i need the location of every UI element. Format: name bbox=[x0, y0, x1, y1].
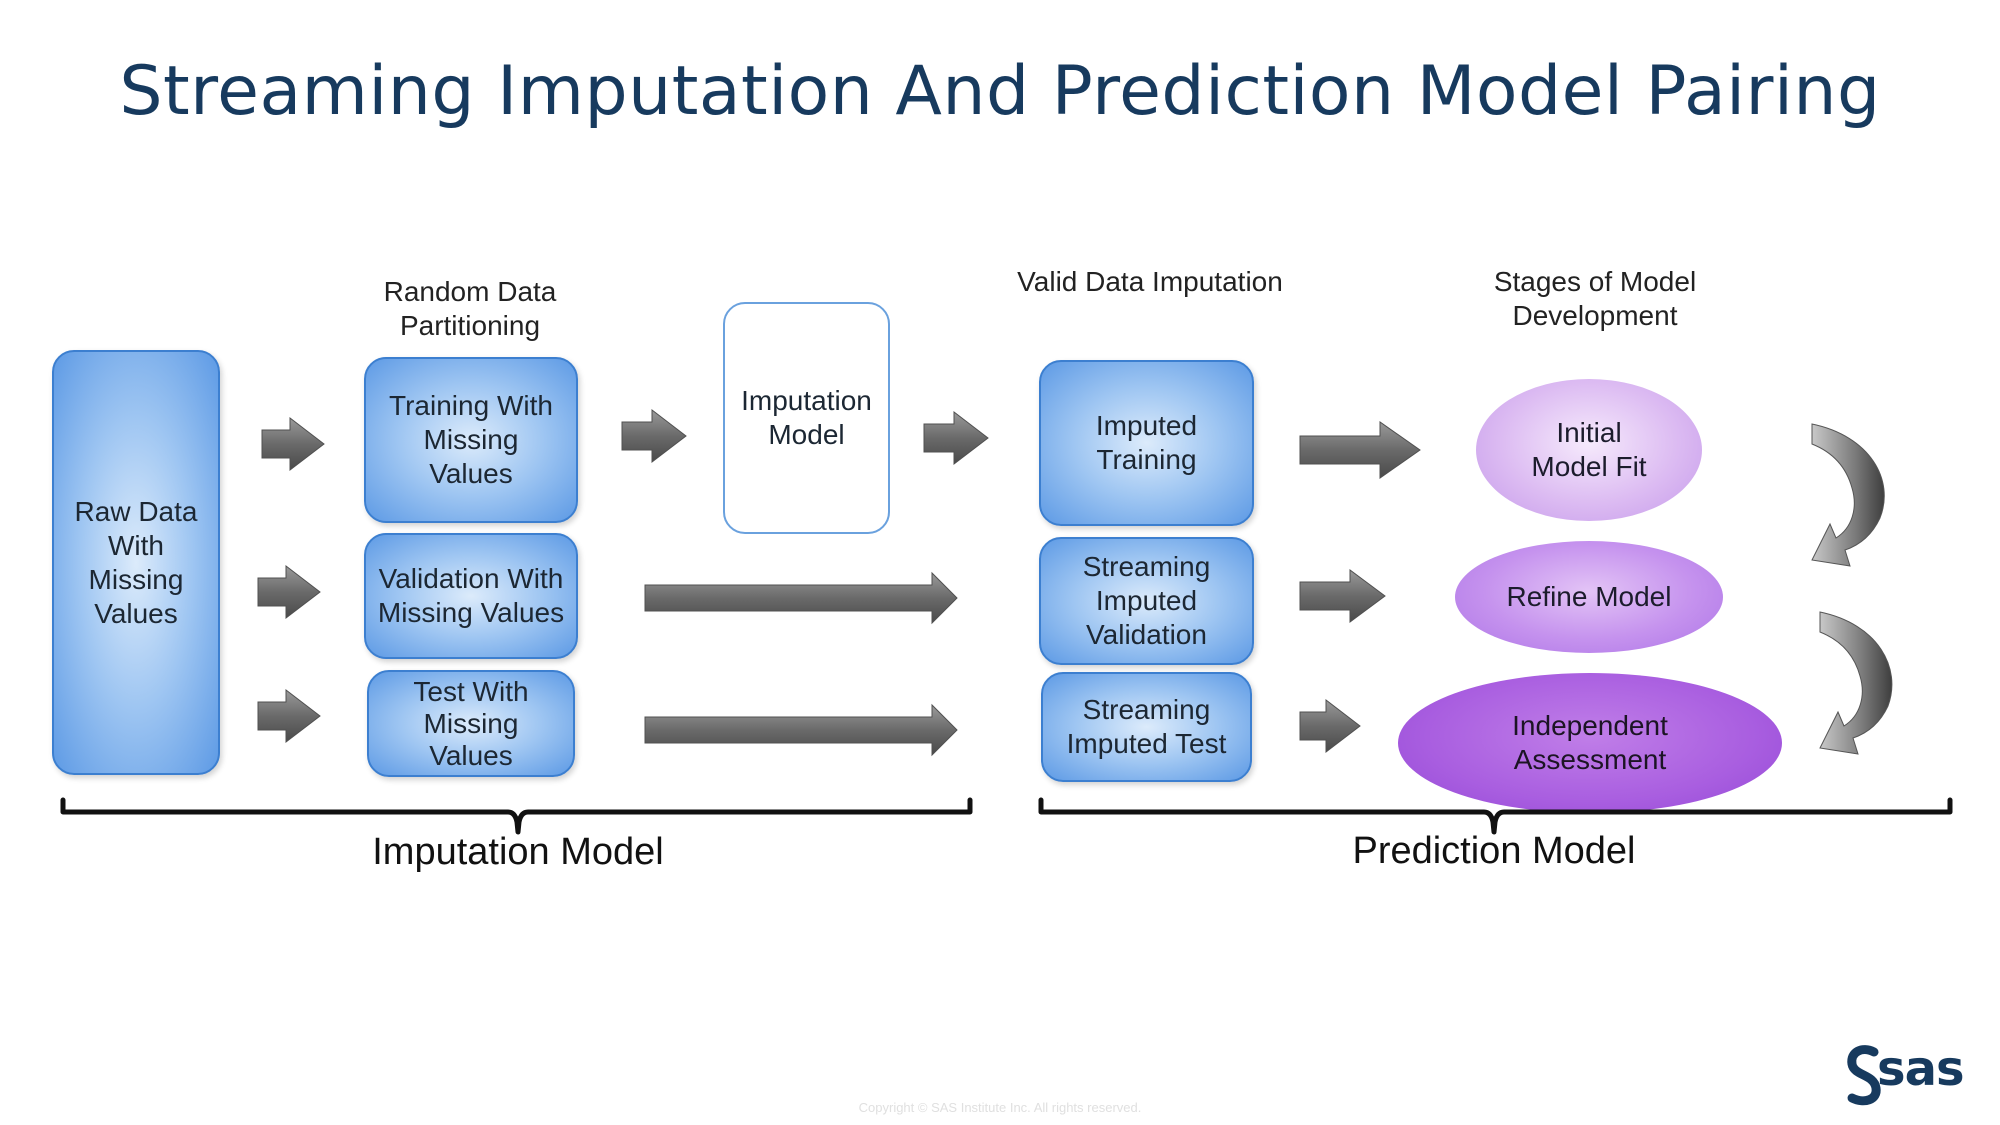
right-arrow-icon bbox=[621, 408, 687, 464]
valid-imputation-label: Valid Data Imputation bbox=[1017, 266, 1283, 297]
imputation-model-label: Imputation Model bbox=[741, 385, 872, 450]
independent-assessment-node: Independent Assessment bbox=[1398, 673, 1782, 813]
imputation-model-node: Imputation Model bbox=[723, 302, 890, 534]
curved-down-arrow-icon bbox=[1819, 611, 1893, 755]
test-missing-node: Test With Missing Values bbox=[367, 670, 575, 777]
page-title: Streaming Imputation And Prediction Mode… bbox=[119, 52, 1881, 131]
right-arrow-icon bbox=[257, 688, 321, 744]
imputation-model-bracket-label: Imputation Model bbox=[372, 831, 664, 873]
training-missing-node: Training With Missing Values bbox=[364, 357, 578, 523]
streaming-imputed-validation-node: Streaming Imputed Validation bbox=[1039, 537, 1254, 665]
refine-model-label: Refine Model bbox=[1506, 581, 1672, 612]
left-bracket bbox=[60, 797, 973, 835]
right-arrow-icon bbox=[1299, 421, 1421, 479]
right-arrow-icon bbox=[261, 416, 325, 472]
streaming-imputed-validation-label: Streaming Imputed Validation bbox=[1082, 551, 1211, 650]
right-arrow-icon bbox=[1299, 569, 1386, 623]
curved-down-arrow-icon bbox=[1811, 423, 1885, 567]
partitioning-label: Random Data Partitioning bbox=[383, 276, 557, 341]
raw-data-node: Raw Data With Missing Values bbox=[52, 350, 220, 775]
imputed-training-label: Imputed Training bbox=[1095, 410, 1198, 475]
copyright-footer: Copyright © SAS Institute Inc. All right… bbox=[858, 1100, 1142, 1115]
training-missing-label: Training With Missing Values bbox=[389, 390, 553, 489]
refine-model-node: Refine Model bbox=[1455, 541, 1723, 653]
right-bracket bbox=[1038, 797, 1953, 835]
sas-logo-text: sas bbox=[1877, 1041, 1965, 1097]
initial-model-fit-node: Initial Model Fit bbox=[1476, 379, 1702, 521]
right-arrow-icon bbox=[1299, 698, 1361, 754]
right-arrow-icon bbox=[257, 564, 321, 620]
test-missing-label: Test With Missing Values bbox=[413, 675, 529, 771]
right-arrow-icon bbox=[644, 703, 958, 757]
validation-missing-node: Validation With Missing Values bbox=[364, 533, 578, 659]
streaming-imputed-test-label: Streaming Imputed Test bbox=[1066, 694, 1227, 759]
independent-assessment-label: Independent Assessment bbox=[1512, 710, 1668, 775]
stages-label: Stages of Model Development bbox=[1493, 266, 1697, 331]
initial-model-fit-label: Initial Model Fit bbox=[1531, 417, 1647, 482]
raw-data-label: Raw Data With Missing Values bbox=[74, 495, 198, 629]
sas-logo-icon bbox=[1847, 1045, 1881, 1106]
streaming-imputed-test-node: Streaming Imputed Test bbox=[1041, 672, 1252, 782]
prediction-model-bracket-label: Prediction Model bbox=[1352, 830, 1636, 872]
validation-missing-label: Validation With Missing Values bbox=[377, 563, 565, 628]
right-arrow-icon bbox=[923, 410, 989, 466]
right-arrow-icon bbox=[644, 571, 958, 625]
imputed-training-node: Imputed Training bbox=[1039, 360, 1254, 526]
